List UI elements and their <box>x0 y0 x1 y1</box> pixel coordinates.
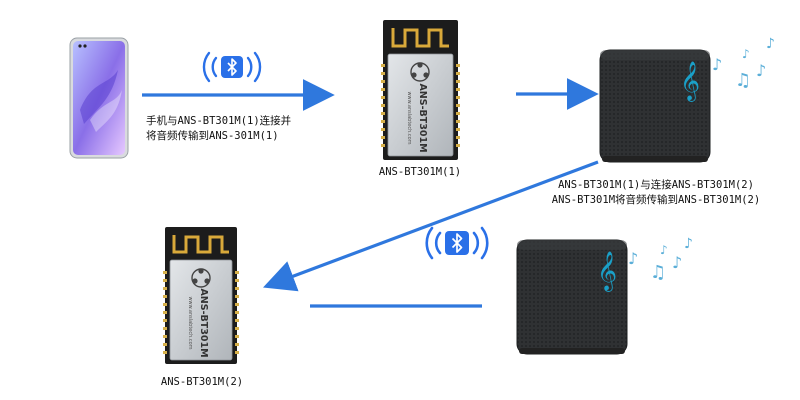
module1-caption: ANS-BT301M(1) <box>378 166 462 178</box>
svg-text:♪: ♪ <box>672 253 682 272</box>
svg-text:♪: ♪ <box>756 61 766 80</box>
svg-text:♪: ♪ <box>628 249 638 268</box>
svg-text:♪: ♪ <box>660 243 668 257</box>
svg-text:♫: ♫ <box>650 262 666 283</box>
arrow-speaker1-to-module2 <box>263 160 599 292</box>
module2-caption: ANS-BT301M(2) <box>160 376 244 388</box>
speaker-logo-icon: 𝄞 <box>597 251 617 292</box>
bt-module-icon: ANS-BT301M www.anslabtech.com <box>163 227 239 364</box>
bt-module-icon: ANS-BT301M www.anslabtech.com <box>381 20 460 160</box>
bluetooth-icon <box>202 51 262 83</box>
smartphone-icon <box>69 37 129 159</box>
music-note-icon: ♪ ♫ ♪ ♪ ♪ <box>712 36 775 91</box>
module-model-marking: ANS-BT301M <box>198 288 209 357</box>
svg-text:♪: ♪ <box>712 55 722 74</box>
phone-caption-line1: 手机与ANS-BT301M(1)连接并 <box>146 115 292 127</box>
bluetooth-speaker-icon: 𝄞 <box>516 239 628 355</box>
svg-text:♫: ♫ <box>735 70 751 91</box>
svg-text:♪: ♪ <box>766 36 775 52</box>
module-website-marking: www.anslabtech.com <box>187 296 193 349</box>
svg-text:♪: ♪ <box>742 47 750 61</box>
music-note-icon: ♪ ♫ ♪ ♪ ♪ <box>628 236 693 283</box>
phone-caption-line2: 将音频传输到ANS-301M(1) <box>146 130 279 142</box>
phone-caption: 手机与ANS-BT301M(1)连接并 将音频传输到ANS-301M(1) <box>146 114 291 144</box>
module-model-marking: ANS-BT301M <box>417 83 428 152</box>
svg-text:♪: ♪ <box>684 236 693 252</box>
speaker1-caption-line2: ANS-BT301M将音频传输到ANS-BT301M(2) <box>551 194 761 206</box>
speaker-logo-icon: 𝄞 <box>680 61 700 102</box>
module-website-marking: www.anslabtech.com <box>406 91 412 144</box>
bluetooth-icon <box>425 226 489 260</box>
speaker1-caption: ANS-BT301M(1)与连接ANS-BT301M(2) ANS-BT301M… <box>536 178 776 208</box>
bluetooth-speaker-icon: 𝄞 <box>599 49 711 163</box>
speaker1-caption-line1: ANS-BT301M(1)与连接ANS-BT301M(2) <box>558 179 754 191</box>
